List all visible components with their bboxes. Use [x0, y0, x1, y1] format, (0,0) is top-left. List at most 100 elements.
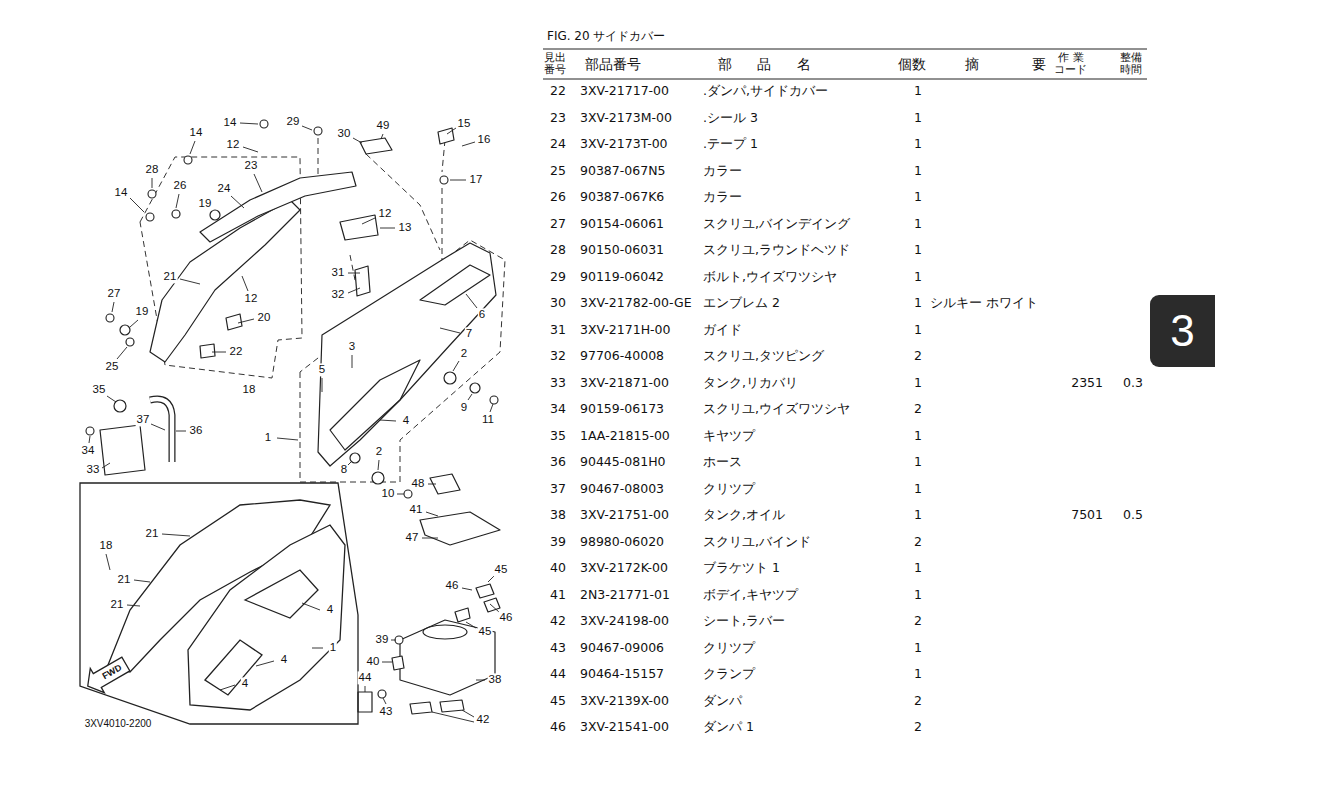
- work-code: 7501: [1071, 508, 1103, 522]
- part-number: 90387-067K6: [580, 190, 664, 204]
- part-number: 90119-06042: [580, 269, 664, 283]
- cover-panel: [205, 640, 262, 695]
- callout-number: 21: [110, 598, 125, 611]
- column-header: 作 業 コード: [1053, 52, 1089, 76]
- part-number: 97706-40008: [580, 349, 664, 363]
- callout-number: 21: [145, 527, 160, 540]
- section-number: 3: [1170, 309, 1194, 353]
- quantity: 1: [914, 561, 922, 575]
- callout-number: 35: [92, 383, 107, 396]
- quantity: 1: [914, 455, 922, 469]
- callout-number: 12: [378, 207, 393, 220]
- part-name: タンク,リカバリ: [703, 375, 798, 389]
- quantity: 1: [914, 216, 922, 230]
- washer: [120, 325, 130, 335]
- bracket: [420, 512, 500, 545]
- inset-frame: [80, 483, 358, 724]
- forward-arrow: [81, 652, 133, 698]
- column-header: 見出 番号: [542, 52, 567, 76]
- part-name: シート,ラバー: [703, 614, 785, 628]
- callout-number: 28: [145, 163, 160, 176]
- part-number: 3XV-21871-00: [580, 375, 669, 389]
- callout-number: 15: [457, 117, 472, 130]
- part-name: ダンパ 1: [703, 720, 754, 734]
- callout-number: 11: [481, 413, 495, 426]
- item-number: 28: [550, 243, 566, 257]
- quantity: 1: [914, 322, 922, 336]
- item-number: 36: [550, 455, 566, 469]
- item-number: 35: [550, 428, 566, 442]
- callout-number: 18: [99, 539, 114, 552]
- item-number: 38: [550, 508, 566, 522]
- callout-number: 33: [86, 463, 101, 476]
- grommet: [444, 372, 456, 384]
- part-number: 3XV-21541-00: [580, 720, 669, 734]
- part-name: クランプ: [703, 667, 755, 681]
- rubber-seat: [440, 700, 464, 712]
- item-number: 46: [550, 720, 566, 734]
- quantity: 1: [914, 163, 922, 177]
- quantity: 1: [914, 190, 922, 204]
- work-hours: 0.5: [1123, 508, 1143, 522]
- damper: [200, 344, 215, 358]
- part-number: 3XV-24198-00: [580, 614, 669, 628]
- work-hours: 0.3: [1123, 375, 1143, 389]
- clamp: [358, 692, 372, 712]
- recovery-tank: [100, 425, 145, 475]
- bracket: [392, 656, 404, 670]
- callout-number: 5: [318, 363, 326, 376]
- callout-number: 47: [405, 531, 420, 544]
- part-name: キヤツプ: [703, 428, 755, 442]
- part-name: .シール 3: [703, 110, 758, 124]
- washer: [210, 210, 220, 220]
- quantity: 2: [914, 720, 922, 734]
- emblem: [360, 138, 392, 154]
- rubber-seat: [410, 702, 432, 714]
- callout-number: 2: [375, 445, 383, 458]
- column-header: 摘 要: [965, 56, 1046, 72]
- quantity: 1: [914, 269, 922, 283]
- column-header: 整備 時間: [1118, 52, 1143, 76]
- bolt: [106, 314, 114, 322]
- callout-number: 20: [257, 311, 272, 324]
- table-rules: [543, 49, 1147, 79]
- forward-arrow: [81, 652, 133, 698]
- item-number: 39: [550, 534, 566, 548]
- callout-number: 49: [376, 119, 391, 132]
- callout-number: 19: [135, 305, 150, 318]
- item-number: 42: [550, 614, 566, 628]
- callout-number: 38: [488, 673, 503, 686]
- part-name: エンブレム 2: [703, 296, 780, 310]
- grommet: [372, 472, 384, 484]
- group-outline: [300, 240, 505, 482]
- callout-number: 16: [477, 133, 492, 146]
- damper: [226, 314, 242, 330]
- part-number: 90464-15157: [580, 667, 664, 681]
- part-number: 1AA-21815-00: [580, 428, 670, 442]
- item-number: 44: [550, 667, 566, 681]
- callout-number: 46: [445, 579, 460, 592]
- item-number: 32: [550, 349, 566, 363]
- dash-line: [442, 140, 445, 172]
- callout-number: 26: [173, 179, 188, 192]
- item-number: 45: [550, 693, 566, 707]
- part-name: ブラケツト 1: [703, 561, 780, 575]
- part-name: スクリユ,バインデイング: [703, 216, 850, 230]
- cover-rail: [420, 265, 490, 305]
- part-name: .ダンパ,サイドカバー: [703, 84, 828, 98]
- callout-number: 45: [478, 625, 493, 638]
- bolt: [404, 490, 412, 498]
- part-name: ホース: [703, 455, 742, 469]
- part-number: 2N3-21771-01: [580, 587, 670, 601]
- item-number: 25: [550, 163, 566, 177]
- part-number: 3XV-21751-00: [580, 508, 669, 522]
- bolt: [148, 190, 156, 198]
- callout-number: 32: [331, 288, 346, 301]
- quantity: 1: [914, 508, 922, 522]
- bolt: [184, 156, 192, 164]
- hose: [150, 399, 172, 462]
- part-name: クリツプ: [703, 640, 755, 654]
- part-name: スクリユ,ウイズワツシヤ: [703, 402, 850, 416]
- part-number: 90467-08003: [580, 481, 664, 495]
- callout-number: 2: [460, 347, 468, 360]
